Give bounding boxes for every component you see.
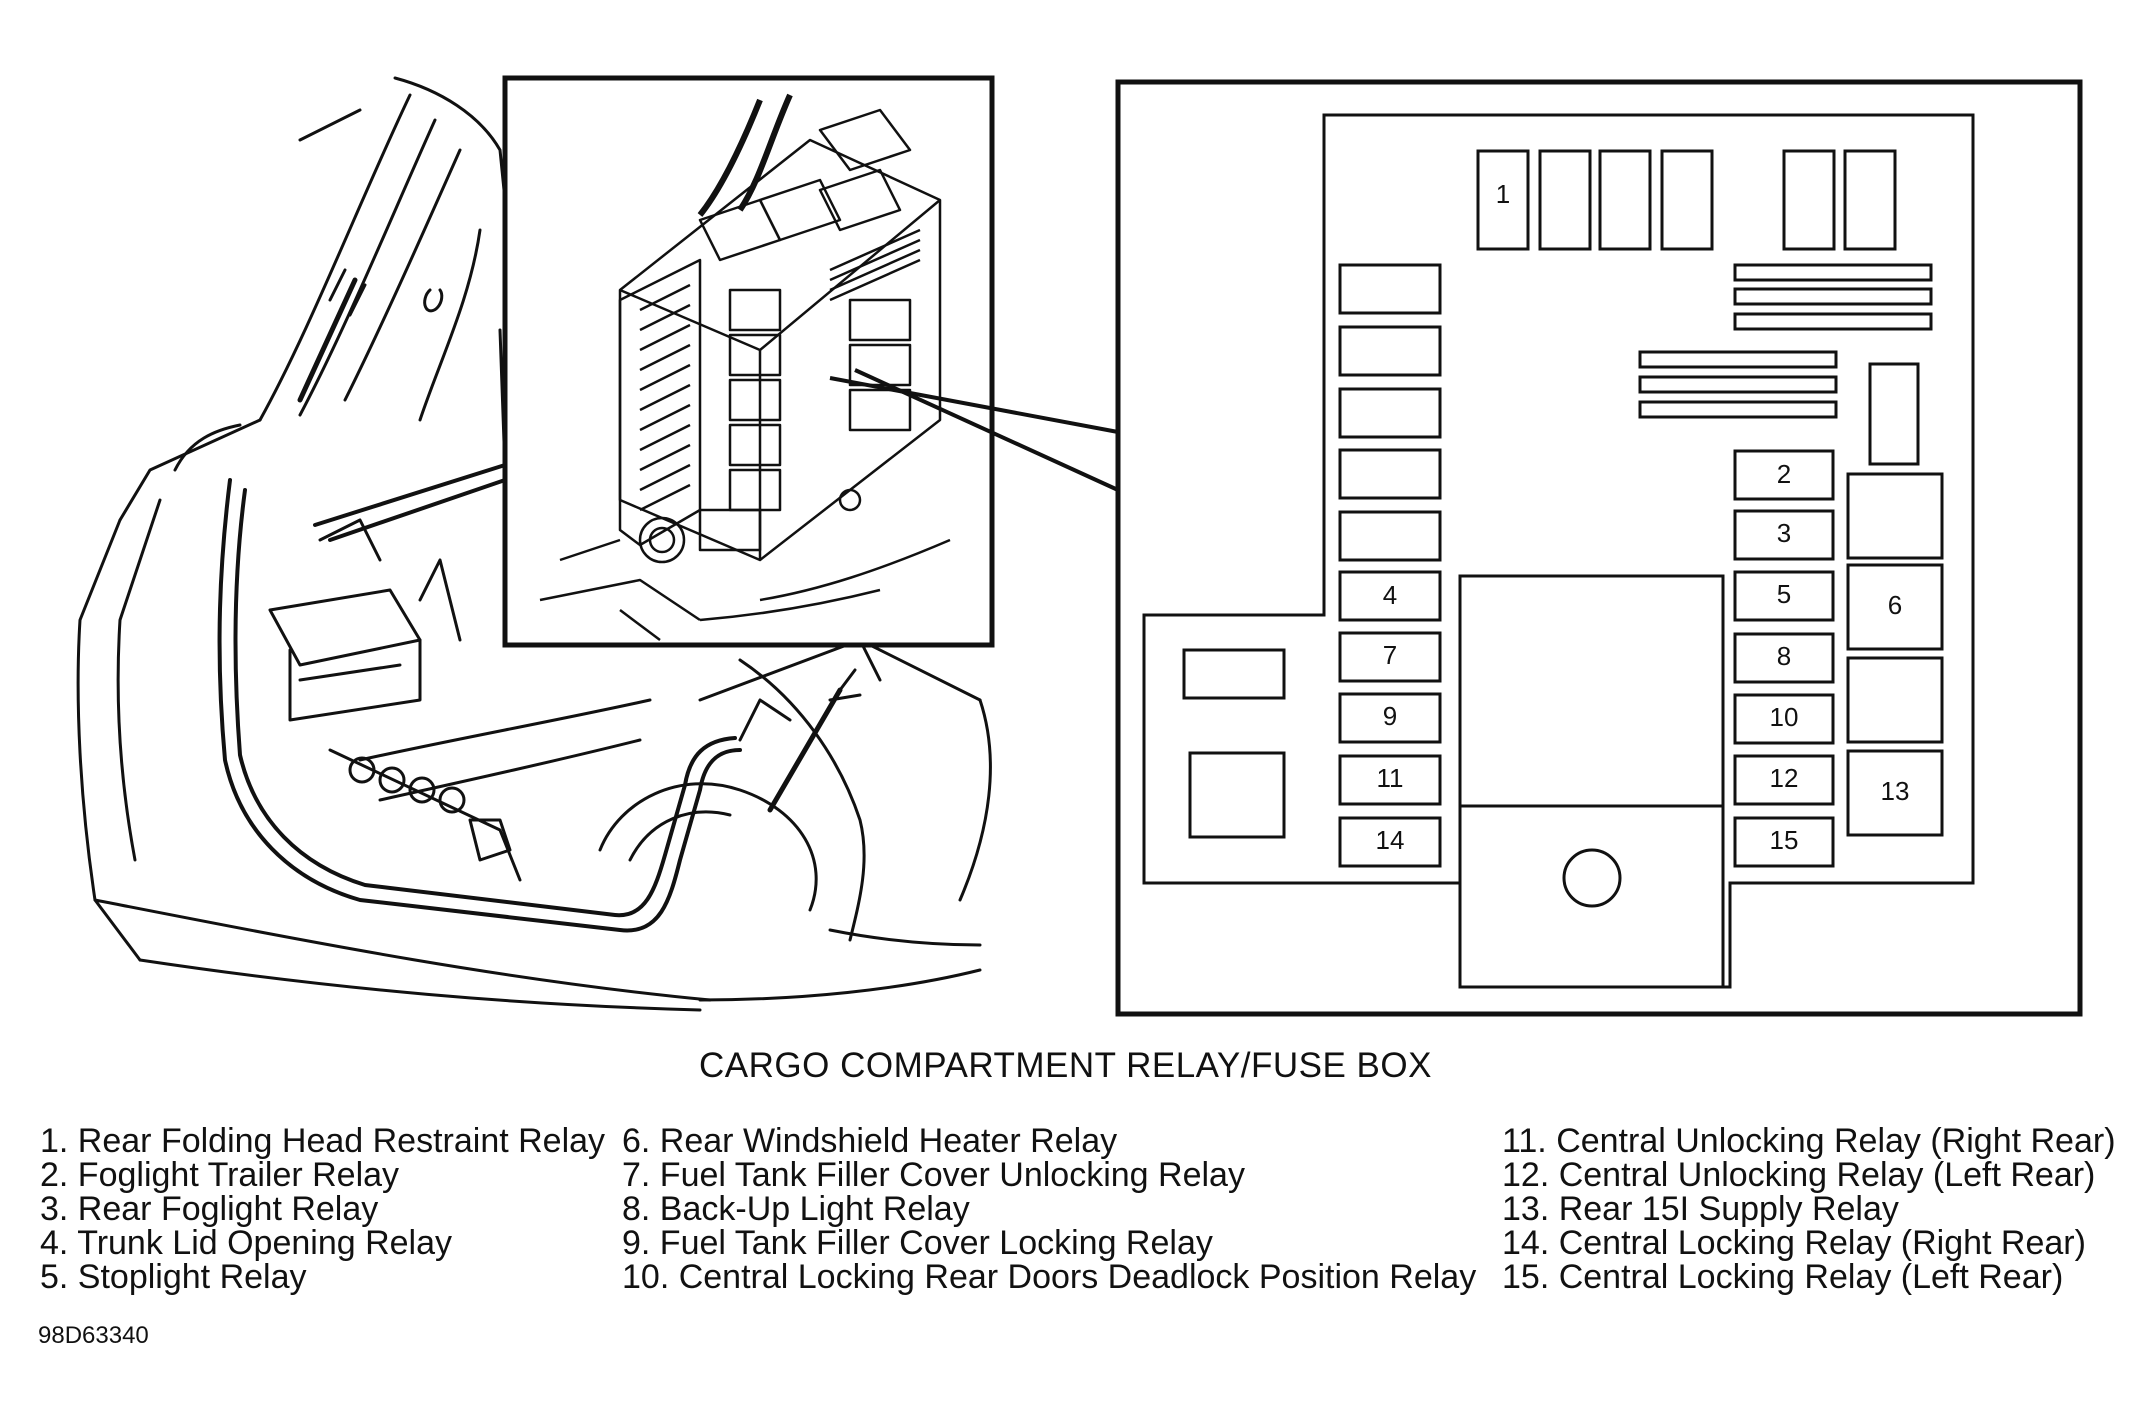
relay-3 <box>1733 509 1835 561</box>
relay-label-13: 13 <box>1881 776 1910 806</box>
relay-box-schematic: 1 2 3 4 5 6 7 8 9 10 11 12 13 14 15 <box>1115 79 2083 1017</box>
relay-label-6: 6 <box>1888 590 1902 620</box>
relay-label-1: 1 <box>1496 179 1510 209</box>
legend-item-5: 5. Stoplight Relay <box>40 1258 307 1296</box>
relay-9 <box>1338 692 1442 744</box>
legend-item-9: 9. Fuel Tank Filler Cover Locking Relay <box>622 1224 1213 1262</box>
relay-label-2: 2 <box>1777 459 1791 489</box>
relay-8 <box>1733 632 1835 684</box>
legend-column-3: 11. Central Unlocking Relay (Right Rear)… <box>1502 1124 2116 1294</box>
legend-column-2: 6. Rear Windshield Heater Relay 7. Fuel … <box>622 1124 1476 1294</box>
relay-label-9: 9 <box>1383 701 1397 731</box>
relay-6 <box>1846 563 1944 651</box>
relay-label-8: 8 <box>1777 641 1791 671</box>
legend-item-8: 8. Back-Up Light Relay <box>622 1190 970 1228</box>
relay-label-7: 7 <box>1383 640 1397 670</box>
figure-code: 98D63340 <box>38 1322 149 1349</box>
relay-label-12: 12 <box>1770 763 1799 793</box>
fusebox-closeup-inset <box>502 75 995 648</box>
legend-item-6: 6. Rear Windshield Heater Relay <box>622 1122 1118 1160</box>
relay-label-11: 11 <box>1377 763 1404 793</box>
relay-13 <box>1846 749 1944 837</box>
legend-item-7: 7. Fuel Tank Filler Cover Unlocking Rela… <box>622 1156 1245 1194</box>
legend-item-10: 10. Central Locking Rear Doors Deadlock … <box>622 1258 1477 1296</box>
relay-10 <box>1733 693 1835 745</box>
relay-14 <box>1338 816 1442 868</box>
legend-item-2: 2. Foglight Trailer Relay <box>40 1156 400 1194</box>
relay-label-15: 15 <box>1770 825 1799 855</box>
relay-label-4: 4 <box>1383 580 1397 610</box>
relay-label-10: 10 <box>1770 702 1799 732</box>
diagram-title: CARGO COMPARTMENT RELAY/FUSE BOX <box>699 1046 1432 1085</box>
relay-label-5: 5 <box>1777 579 1791 609</box>
legend-item-14: 14. Central Locking Relay (Right Rear) <box>1502 1224 2086 1262</box>
relay-2 <box>1733 449 1835 501</box>
relay-label-3: 3 <box>1777 518 1791 548</box>
relay-label-14: 14 <box>1376 825 1405 855</box>
relay-4 <box>1338 570 1442 622</box>
legend-item-3: 3. Rear Foglight Relay <box>40 1190 379 1228</box>
legend-column-1: 1. Rear Folding Head Restraint Relay 2. … <box>40 1124 605 1294</box>
leader-lines <box>829 368 1119 492</box>
relay-5 <box>1733 570 1835 622</box>
legend-item-1: 1. Rear Folding Head Restraint Relay <box>40 1122 606 1160</box>
relay-12 <box>1733 754 1835 806</box>
relay-11 <box>1338 754 1442 806</box>
legend-item-4: 4. Trunk Lid Opening Relay <box>40 1224 453 1262</box>
legend-item-12: 12. Central Unlocking Relay (Left Rear) <box>1502 1156 2096 1194</box>
legend-item-15: 15. Central Locking Relay (Left Rear) <box>1502 1258 2064 1296</box>
relay-15 <box>1733 816 1835 868</box>
legend-item-13: 13. Rear 15I Supply Relay <box>1502 1190 1899 1228</box>
relay-7 <box>1338 631 1442 683</box>
relay-1 <box>1476 149 1530 251</box>
legend-item-11: 11. Central Unlocking Relay (Right Rear) <box>1502 1122 2116 1160</box>
